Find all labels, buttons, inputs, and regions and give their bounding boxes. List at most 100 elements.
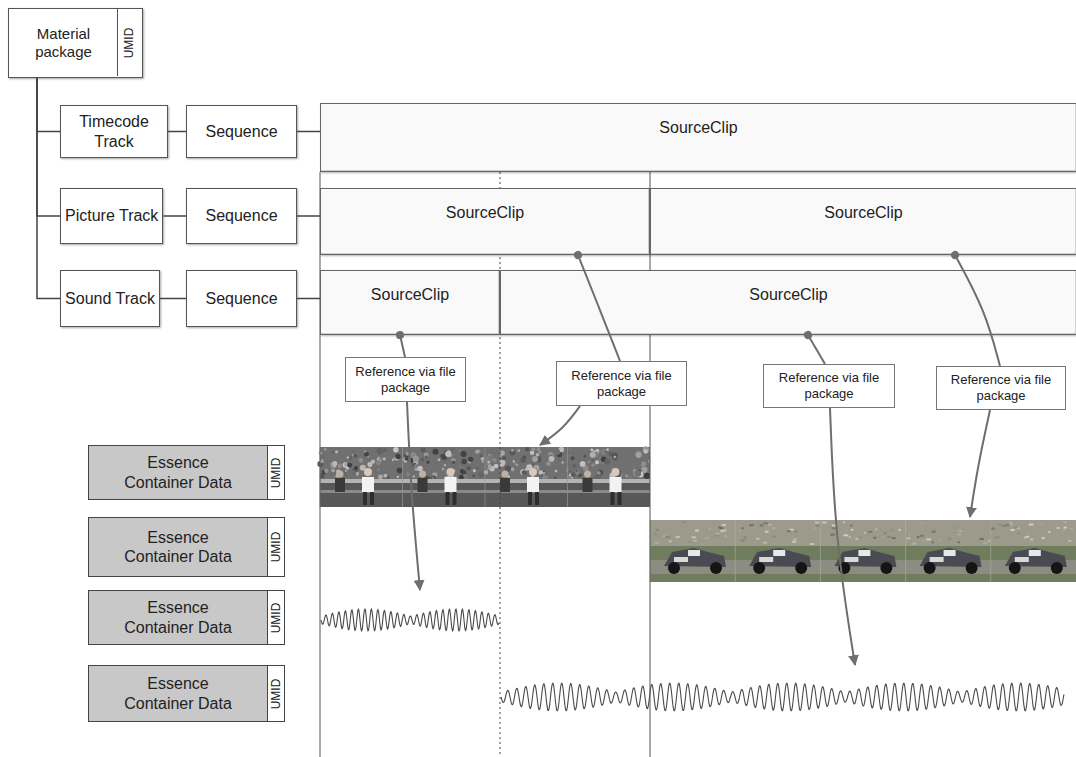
crowd-speck	[405, 452, 409, 456]
player-body	[500, 478, 510, 492]
car-wheel	[838, 562, 850, 574]
umid-box: UMID	[267, 445, 285, 500]
stand-speck	[983, 542, 987, 544]
stand-speck	[843, 521, 845, 523]
essence-pictures	[317, 446, 1076, 710]
umid-label: UMID	[270, 602, 282, 633]
crowd-speck	[461, 459, 467, 465]
crowd-speck	[377, 448, 383, 454]
barrier-line	[568, 490, 651, 493]
stand-speck	[906, 533, 909, 535]
sequence-box: Sequence	[186, 270, 297, 327]
stand-speck	[892, 537, 896, 539]
sourceclip-label: SourceClip	[446, 203, 524, 222]
stand-speck	[922, 540, 926, 542]
crowd-speck	[354, 454, 357, 457]
crowd-speck	[591, 466, 593, 468]
essence-container: Essence Container DataUMID	[88, 665, 1070, 722]
crowd-speck	[332, 451, 335, 454]
stand-speck	[741, 527, 744, 529]
reference-callout: Reference via file package	[345, 357, 466, 402]
crowd-speck	[583, 454, 586, 457]
reference-arrow	[407, 402, 420, 590]
frame-divider	[402, 447, 403, 507]
stand-speck	[988, 540, 991, 542]
stand-speck	[756, 538, 759, 540]
stand-speck	[957, 533, 962, 535]
crowd-speck	[353, 468, 355, 470]
stand-speck	[830, 534, 834, 536]
crowd-speck	[432, 449, 438, 455]
car-stripe	[1015, 557, 1029, 562]
stand-speck	[920, 535, 924, 537]
reference-arrow	[540, 406, 580, 445]
crowd-speck	[385, 456, 388, 459]
stand-speck	[669, 540, 672, 542]
crowd-speck	[643, 449, 648, 454]
rail	[485, 479, 568, 483]
player-head	[529, 468, 537, 476]
crowd-speck	[532, 456, 538, 462]
stand-speck	[954, 527, 958, 529]
car-stripe	[674, 557, 688, 562]
stand-speck	[881, 536, 885, 538]
stand-speck	[850, 525, 852, 527]
car-wheel	[753, 562, 765, 574]
crowd-speck	[641, 462, 646, 467]
car-wheel	[710, 562, 722, 574]
player-head	[502, 471, 509, 478]
stand-speck	[1038, 523, 1043, 525]
stand-speck	[1014, 526, 1018, 528]
crowd-speck	[568, 470, 570, 472]
umid-box: UMID	[267, 665, 285, 722]
stand-speck	[772, 536, 776, 538]
crowd-speck	[406, 472, 410, 476]
stand-speck	[792, 541, 796, 543]
reference-arrow	[970, 410, 990, 517]
player-body	[335, 478, 345, 492]
stand-speck	[929, 542, 934, 544]
crowd-speck	[331, 468, 335, 472]
stand-speck	[1068, 540, 1071, 542]
player-head	[612, 468, 620, 476]
tree-connector	[297, 131, 320, 133]
player-head	[447, 468, 455, 476]
crowd-speck	[571, 472, 576, 477]
stand-speck	[932, 531, 935, 533]
stand-speck	[849, 536, 851, 538]
crowd-speck	[513, 460, 515, 462]
stand-speck	[931, 541, 934, 543]
crowd-speck	[520, 458, 525, 463]
crowd-speck	[590, 448, 593, 451]
car-stripe	[930, 557, 944, 562]
sequence-label: Sequence	[205, 122, 277, 141]
track	[650, 546, 1076, 582]
stand-speck	[917, 536, 919, 538]
callout-label: Reference via file package	[941, 372, 1061, 403]
stand-speck	[749, 524, 754, 526]
crowd-speck	[459, 450, 461, 452]
tree-connector	[168, 131, 186, 133]
player-body	[610, 477, 622, 492]
frame-divider	[905, 520, 906, 582]
reference-arrow	[400, 335, 405, 357]
sourceclip-label: SourceClip	[749, 285, 827, 304]
crowd-speck	[383, 448, 387, 452]
rail	[568, 479, 651, 483]
sequence-box: Sequence	[186, 105, 297, 158]
essence-label-box: Essence Container Data	[88, 445, 268, 500]
crowd-speck	[378, 448, 383, 453]
player-leg	[363, 492, 367, 505]
stand-speck	[980, 538, 984, 540]
crowd-speck	[546, 461, 551, 466]
crowd-speck	[597, 465, 601, 469]
crowd-speck	[542, 458, 546, 462]
stand-speck	[932, 531, 936, 533]
player-leg	[611, 492, 615, 505]
stand-speck	[787, 530, 790, 532]
crowd-speck	[379, 457, 382, 460]
crowd-speck	[472, 474, 475, 477]
crowd-speck	[441, 467, 444, 470]
crowd-speck	[355, 472, 359, 476]
crowd-speck	[502, 456, 506, 460]
